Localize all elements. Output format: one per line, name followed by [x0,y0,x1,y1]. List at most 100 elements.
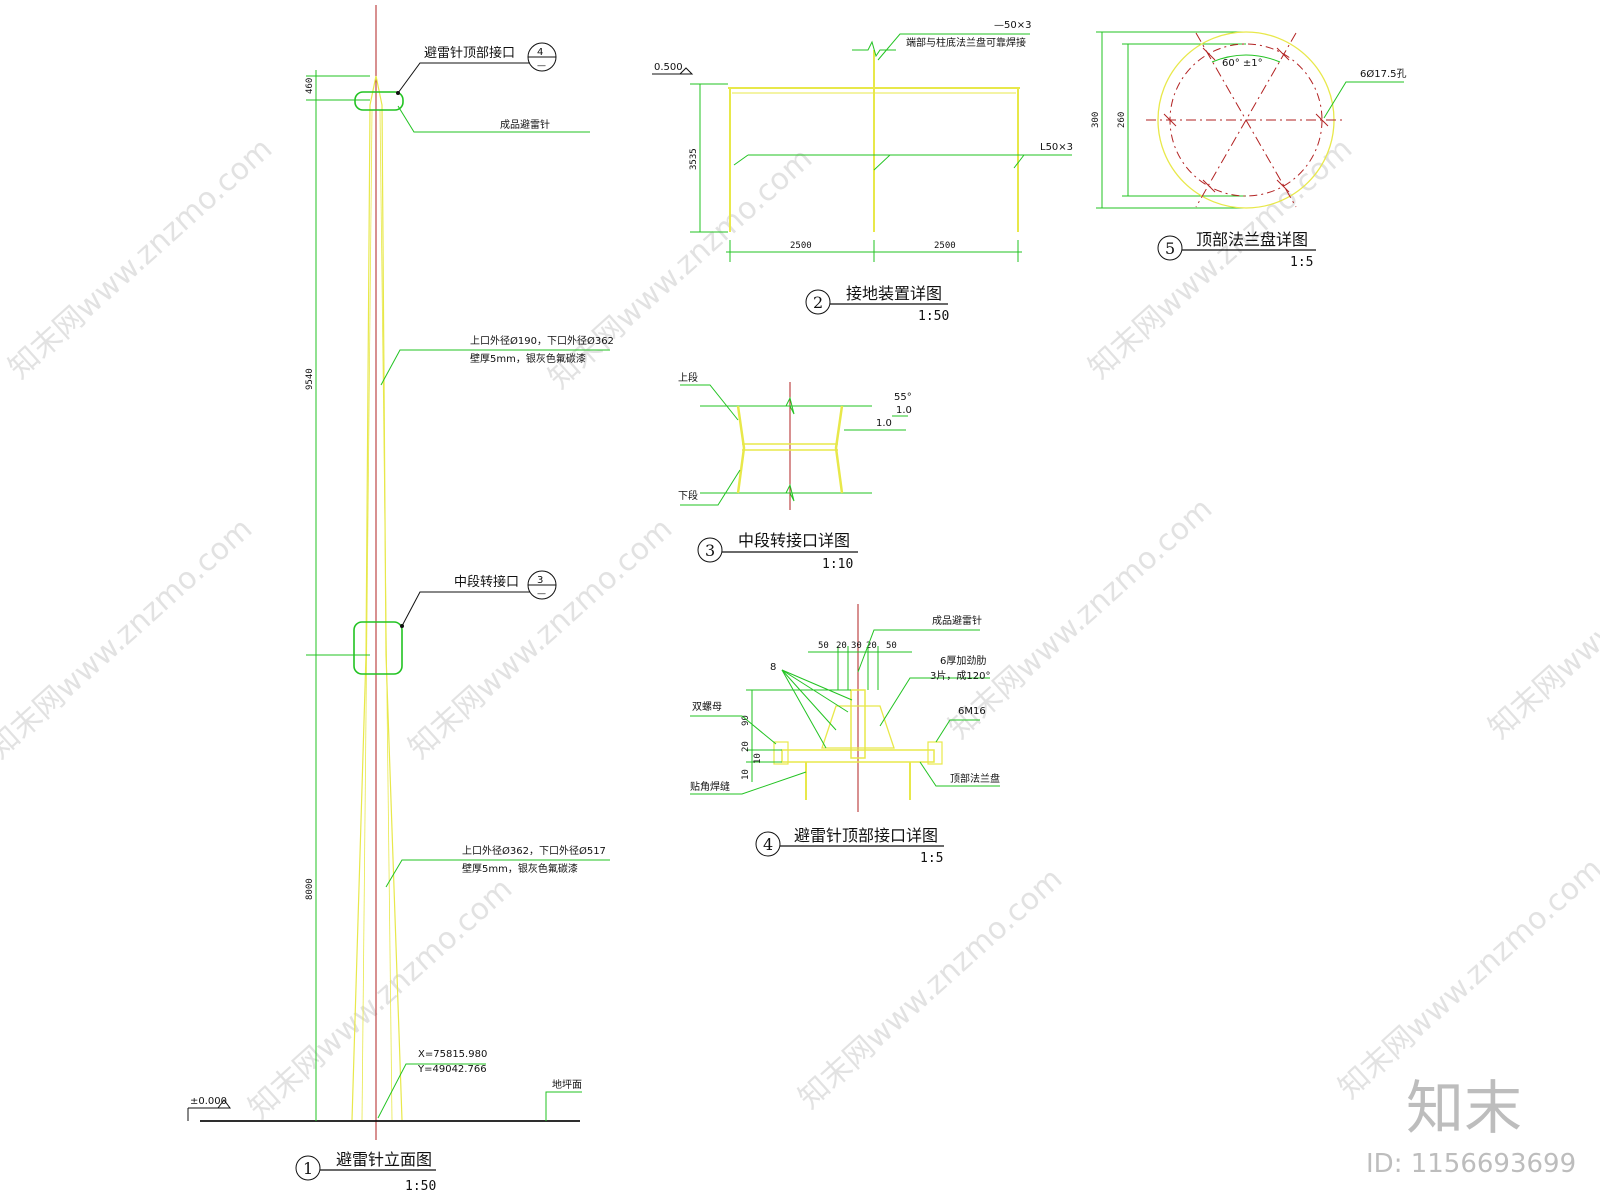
angle-arc [1211,54,1281,63]
leader-line [680,384,739,421]
view-number-bubble [697,537,723,563]
detail-ref-num: 3 [537,575,543,586]
center-line-d2 [1195,32,1297,208]
brand-id: ID: 1156693699 [1366,1149,1576,1179]
view-number: 5 [1165,239,1175,258]
elevation-view: 460 9540 8000 避雷针顶部接口 4 — 成品避雷针 上口外径Ø190… [187,5,614,1194]
bevel-dim2: 1.0 [876,418,892,429]
break-mark [852,40,896,58]
leader-line [380,349,610,386]
watermark-layer: 知末网www.znzmo.com 知末网www.znzmo.com 知末网www… [0,131,1600,1126]
leader-line [690,771,807,795]
holes-note: 6Ø17.5孔 [1360,68,1407,80]
note-weld: 端部与柱底法兰盘可靠焊接 [906,36,1026,49]
view-number-bubble [295,1155,321,1181]
note-lower-line2: 壁厚5mm，银灰色氟碳漆 [462,862,578,875]
callout-mid-label: 中段转接口 [454,574,519,590]
watermark-text: 知末网www.znzmo.com [402,511,679,766]
dim-label: 260 [1117,112,1127,128]
leader-line [877,33,1030,61]
view-number-bubble [755,831,781,857]
weld-leader [781,669,827,749]
note-nut: 双螺母 [692,701,722,713]
watermark-text: 知末网www.znzmo.com [0,511,259,766]
leader-tick [733,154,749,166]
note-rib-2: 3片，成120° [930,669,990,682]
view-scale: 1:10 [822,557,853,572]
dim-label: 50 [886,641,897,651]
weld-leader [781,669,849,713]
dim-label: 300 [1091,112,1101,128]
view-number-bubble [805,289,831,315]
coord-y: Y=49042.766 [417,1064,487,1075]
leader-line [879,677,990,727]
note-fillet-weld: 贴角焊缝 [690,780,730,793]
dim-label: 30 [851,641,862,651]
view-number-bubble [1157,235,1183,261]
bolt-hole-mark [1202,179,1216,193]
leader-dot [396,91,400,95]
brand-logo: 知末 [1406,1074,1522,1142]
break-mark [785,396,795,415]
dim-label: 50 [818,641,829,651]
view-scale: 1:5 [920,851,943,866]
bolt-hole-mark [1202,47,1216,61]
leader-line [401,591,530,627]
dim-label: 8000 [305,878,315,900]
dim-label: 2500 [790,241,812,251]
weld-size: 8 [770,662,776,673]
view-scale: 1:5 [1290,255,1313,270]
break-mark [785,483,795,502]
dim-label: 20 [866,641,877,651]
top-flange-plate [781,749,935,763]
view-title: 接地装置详图 [846,284,942,303]
dim-label: 90 [741,715,751,726]
note-flat-bar: —50×3 [994,20,1031,31]
leader-tick [1013,154,1025,169]
note-upper-line2: 壁厚5mm，银灰色氟碳漆 [470,352,586,365]
level-mark [652,67,694,75]
leader-line [680,469,741,506]
dim-label: 20 [741,741,751,752]
dim-label: 10 [741,769,751,780]
pole-inner-left [361,109,373,1121]
bolt-left [773,741,789,765]
note-angle: L50×3 [1040,142,1073,153]
bolt-right [927,741,943,765]
note-upper-line1: 上口外径Ø190，下口外径Ø362 [470,334,614,347]
view-number: 3 [705,541,715,560]
dim-label: 9540 [305,368,315,390]
pole-inner-right [379,109,393,1121]
dim-label: 460 [305,78,315,94]
bevel-angle: 55° [894,392,912,403]
angle-label: 60° ±1° [1222,58,1263,69]
tube-wall-right [834,405,844,494]
view-number: 2 [813,293,823,312]
top-joint-detail-view: 50 20 30 20 50 90 20 10 10 8 成品避雷针 6厚加劲肋 [690,604,1000,866]
brand-block: 知末 ID: 1156693699 [1366,1074,1576,1179]
coord-x: X=75815.980 [418,1049,487,1060]
leader-line [935,719,980,743]
view-title: 中段转接口详图 [738,531,850,550]
leader-line [873,154,1072,171]
weld-leader [781,669,837,731]
top-joint-box [354,91,404,111]
view-scale: 1:50 [405,1179,436,1194]
leader-line [377,1063,486,1119]
dim-label: 3535 [689,148,699,170]
callout-top-label: 避雷针顶部接口 [424,45,515,61]
view-title: 避雷针立面图 [336,1150,432,1169]
watermark-text: 知末网www.znzmo.com [1082,131,1359,386]
note-flange: 顶部法兰盘 [950,772,1000,785]
watermark-text: 知末网www.znzmo.com [1332,851,1600,1106]
dim-label: 20 [836,641,847,651]
leader-line [385,859,610,888]
weld-leader [781,669,853,701]
ground-label: 地坪面 [552,1078,582,1091]
bolt-holes [1163,47,1329,193]
lightning-rod-base [850,689,866,759]
view-number: 1 [303,1159,313,1178]
leader-line [397,105,590,133]
level-label: ±0.000 [190,1096,227,1107]
